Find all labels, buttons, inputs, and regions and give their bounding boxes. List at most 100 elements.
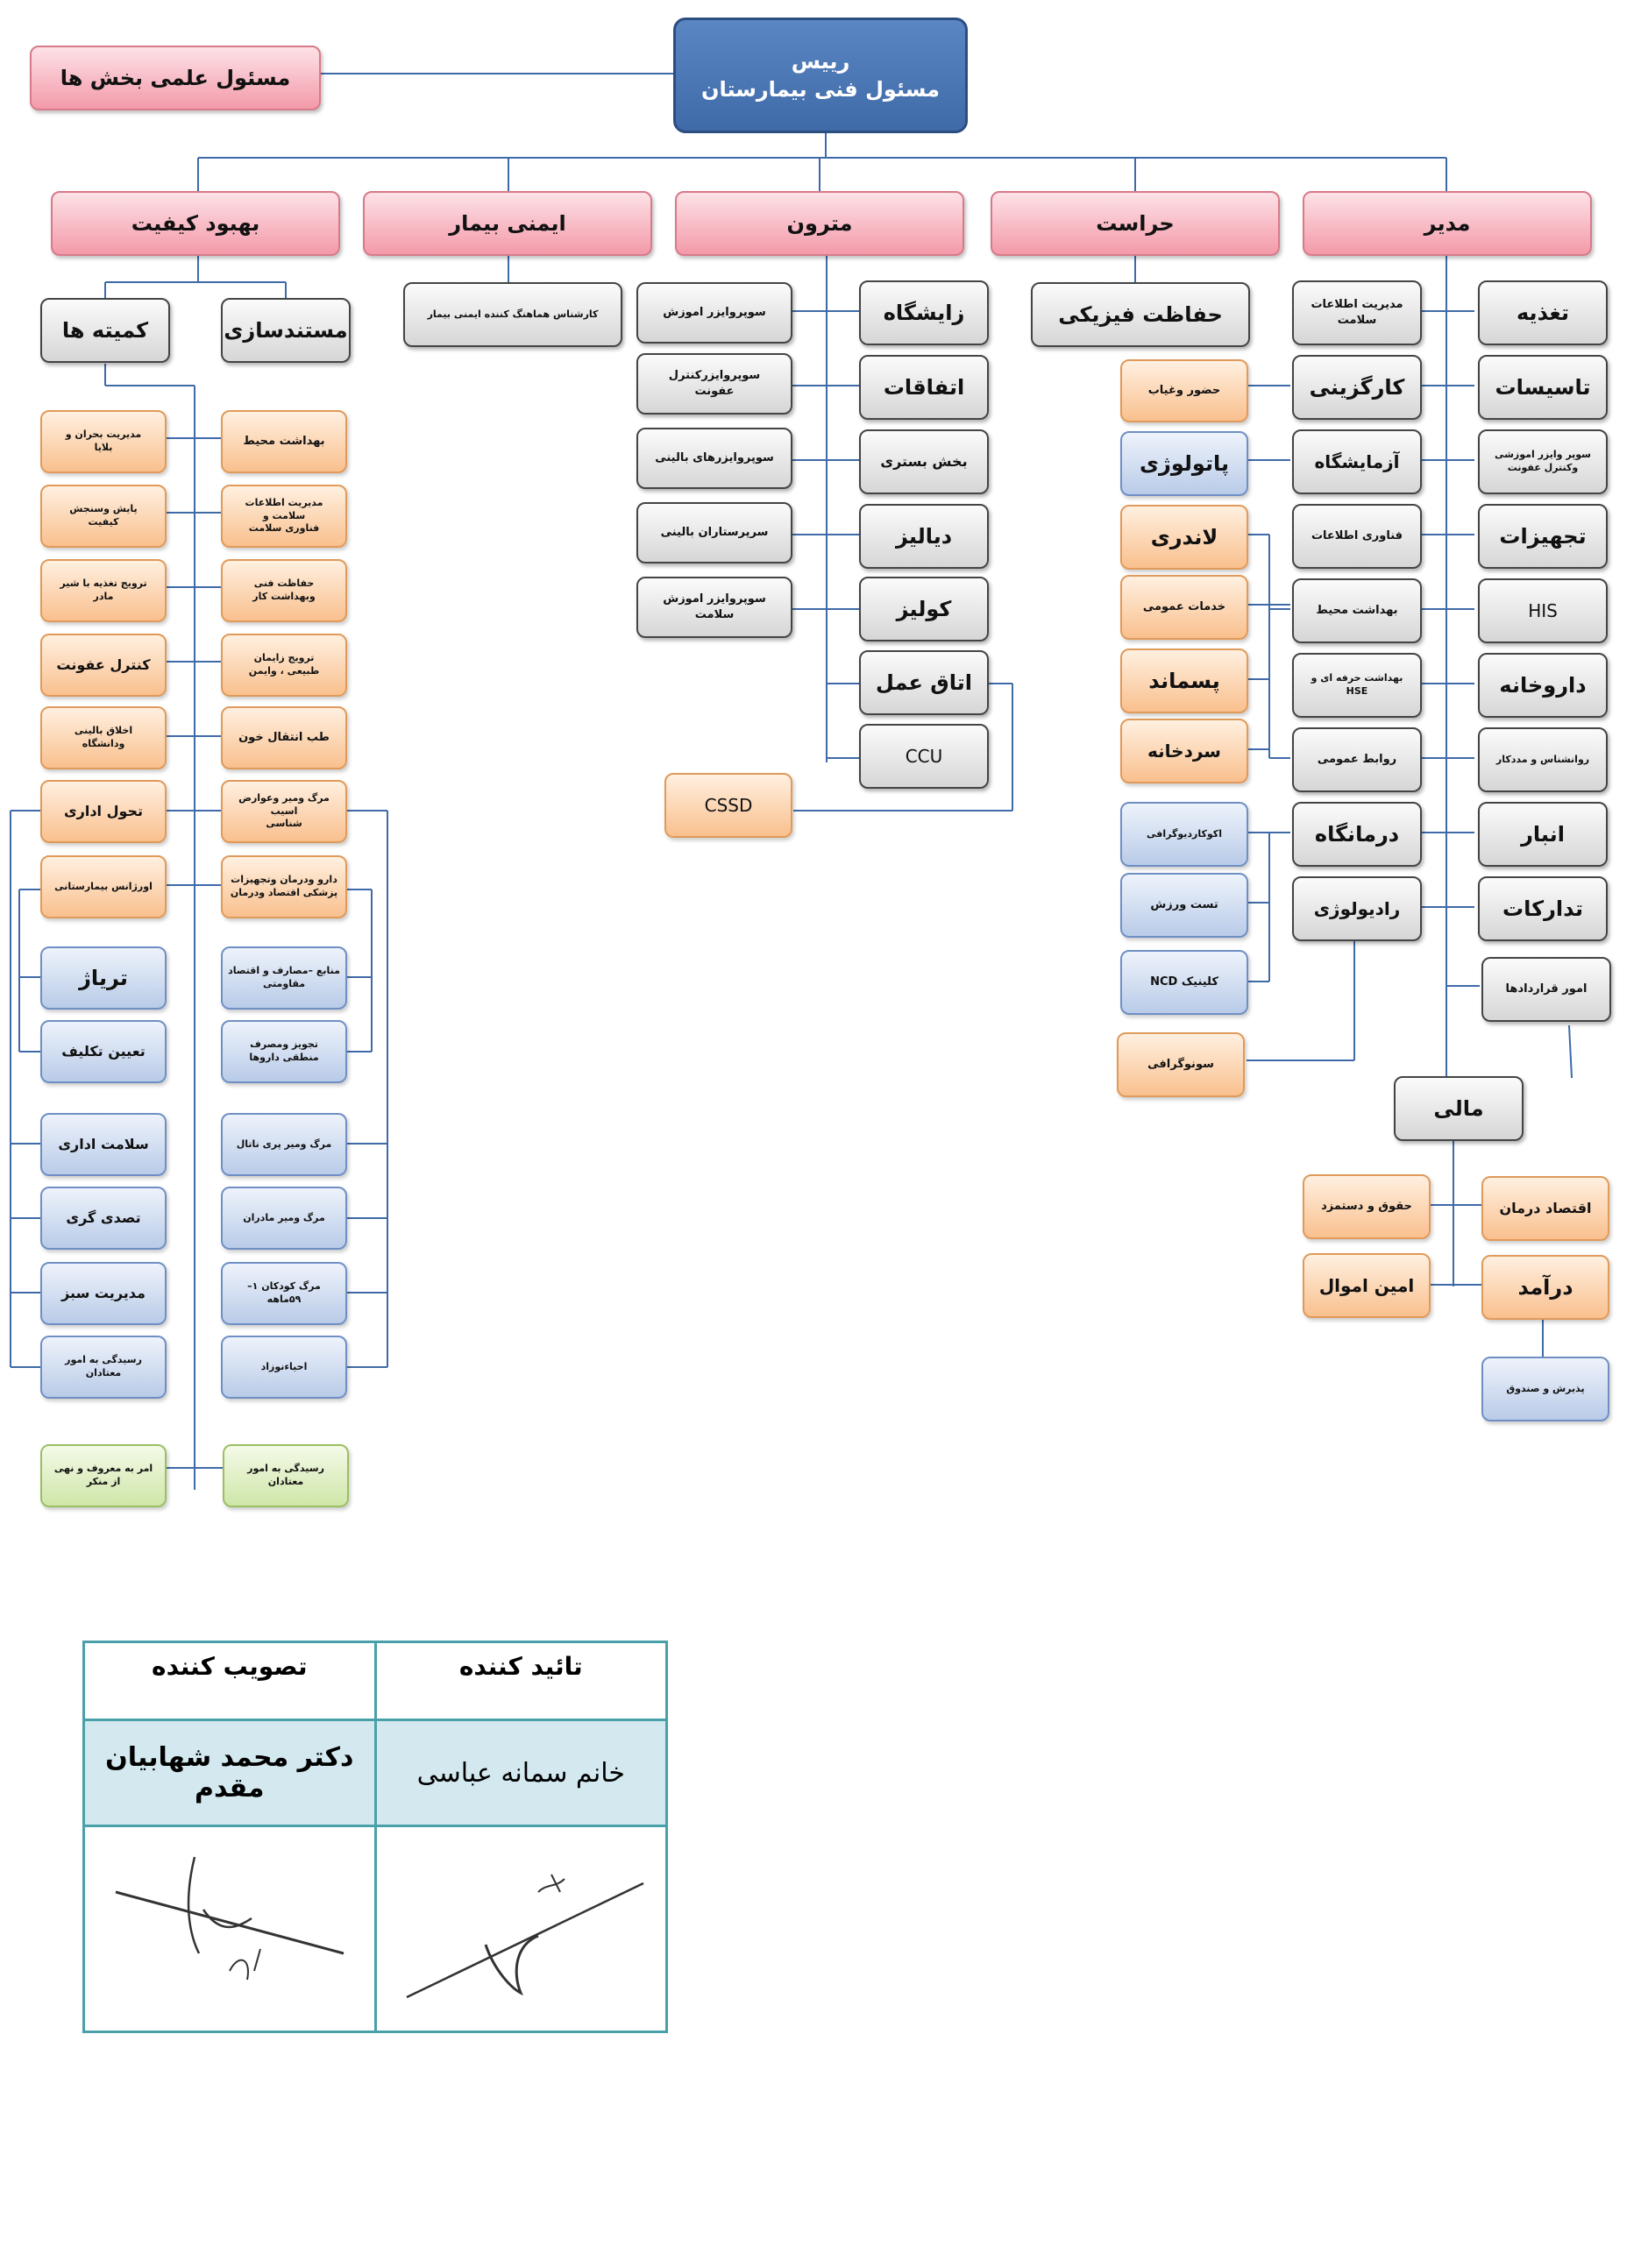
node-label: دارو ودرمان وتجهیزات [231,874,337,886]
node-label: منابع –مصارف و اقتصاد [228,965,340,977]
node-nutrition: تغذیه [1478,280,1608,345]
node-label: انبار [1521,821,1565,847]
node-label: تصدی گری [66,1209,141,1227]
branch-herasat-label: حراست [1096,210,1175,236]
confirmer-signature-drawing [406,1874,644,1999]
node-clinic: درمانگاه [1292,802,1422,867]
node-label: کولیز [896,596,952,621]
node-label: ۵۹ماهه [266,1293,302,1305]
node-label: مقاومتی [262,978,306,989]
node-label: اورژانس بیمارستانی [54,880,153,892]
node-label: سوپروایزر اموزش [663,306,766,320]
node-laboratory: آزمایشگاه [1292,429,1422,494]
node-label: شناسی [266,818,302,830]
node-label: طب انتقال خون [238,731,330,745]
branch-metron-label: مترون [786,210,853,236]
node-label: پاتولوژی [1140,450,1229,476]
node-label: پذیرش و صندوق [1506,1382,1585,1394]
node-health-economics: اقتصاد درمان [1481,1176,1609,1241]
node-contracts: امور قراردادها [1481,957,1611,1022]
branch-imeni: ایمنی بیمار [363,191,652,256]
node-ccu: CCU [859,724,989,789]
node-label: حفاظت فنی [253,578,315,590]
approval-header-row: تائید کننده تصویب کننده [82,1641,668,1721]
branch-imeni-label: ایمنی بیمار [449,210,566,236]
approver-signature-drawing [115,1856,345,1981]
committee-administrative-health: سلامت اداری [40,1113,167,1176]
node-finance: مالی [1394,1076,1524,1141]
node-label: پایش وسنجش [69,503,138,515]
node-label: ترویج زایمان [253,652,315,664]
node-label: مدیریت بحران و [65,429,142,441]
node-his: HIS [1478,578,1608,643]
node-payroll: حقوق و دستمزد [1303,1174,1431,1239]
node-label: احیاءنوزاد [260,1360,308,1372]
node-label: مرگ ومیر مادران [243,1211,325,1223]
node-pharmacy: داروخانه [1478,653,1608,718]
node-label: CSSD [704,794,753,816]
scientific-officer-box: مسئول علمی بخش ها [30,46,321,110]
node-label: کارشناس هماهنگ کننده ایمنی بیمار [427,308,599,320]
node-general-services: خدمات عمومی [1120,575,1248,640]
node-label: آزمایشگاه [1314,450,1400,472]
node-label: مرگ کودکان ۱– [247,1280,321,1293]
node-label: سوپروایزر اموزش [663,592,766,606]
committee-env-health: بهداشت محیط [221,410,347,473]
node-label: وبهداشت کار [252,591,316,602]
node-label: مستندسازی [224,317,348,343]
branch-behbood-label: بهبود کیفیت [131,210,260,236]
node-patient-safety-coordinator: کارشناس هماهنگ کننده ایمنی بیمار [403,282,622,347]
node-laundry: لاندری [1120,505,1248,570]
node-psychologist: روانشناس و مددکار [1478,727,1608,792]
node-revenue: درآمد [1481,1255,1609,1320]
node-label: حضور وغیاب [1147,384,1221,398]
node-label: خدمات عمومی [1142,600,1226,614]
node-documentation: مستندسازی [221,298,351,363]
node-label: کنترل عفونت [56,656,151,674]
node-label: ترویج تغذیه با شیر [60,578,147,590]
node-equipment: تجهیزات [1478,504,1608,569]
node-label: لاندری [1150,524,1218,549]
node-label: مدیریت سبز [61,1285,146,1302]
node-env-health: بهداشت محیط [1292,578,1422,643]
node-label: اقتصاد درمان [1499,1200,1592,1217]
node-label: کمیته ها [61,317,149,343]
node-label: بهداشت محیط [1316,604,1398,618]
committee-administrative-reform: تحول اداری [40,780,167,843]
node-label: عفونت [694,385,735,398]
node-label: سلامت [694,608,735,621]
root-subtitle: مسئول فنی بیمارستان [700,77,941,102]
node-label: اخلاق بالینی [74,725,133,737]
node-label: دیالیز [895,523,953,549]
node-label: تجویز ومصرف [250,1038,318,1051]
node-label: سوپر وایزر اموزشی [1494,449,1592,461]
node-label: ودانشگاه [82,738,125,749]
node-label: حقوق و دستمزد [1321,1200,1412,1214]
node-label: فناوری سلامت [248,522,320,535]
approver-signature [82,1825,377,2033]
node-label: زایشگاه [883,300,965,325]
node-label: رسیدگی به امور [65,1354,142,1366]
node-label: تست ورزش [1150,898,1218,912]
node-radiology: رادیولوژی [1292,876,1422,941]
node-label: طبیعی ، وایمن [248,665,320,677]
node-label: سرپرستاران بالینی [660,526,769,540]
branch-metron: مترون [675,191,964,256]
node-label: معتادان [267,1476,304,1487]
node-education-supervisor-2: سوپروایزر اموزش [636,282,792,344]
node-it: فناوری اطلاعات [1292,504,1422,569]
node-label: HIS [1528,599,1558,621]
node-label: اتاق عمل [876,670,972,695]
committee-child-mortality: مرگ کودکان ۱–۵۹ماهه [221,1262,347,1325]
node-label: تدارکات [1502,896,1584,921]
